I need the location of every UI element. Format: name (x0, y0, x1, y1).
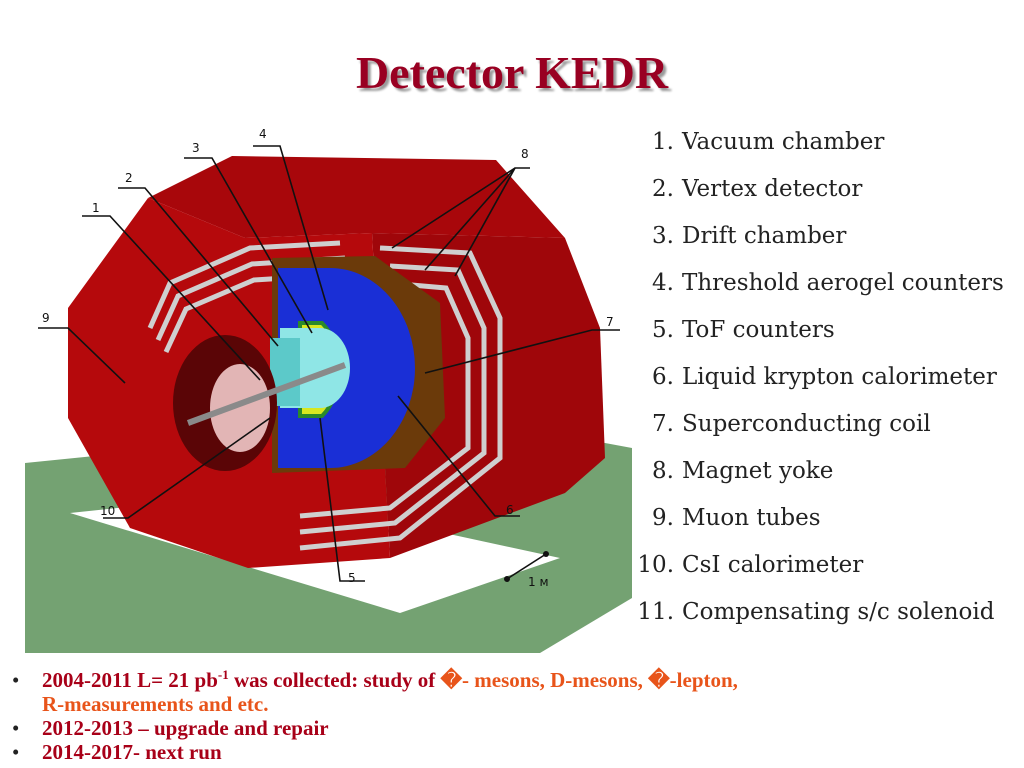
muon-tubes (147, 240, 503, 551)
legend-item: 9.Muon tubes (652, 505, 821, 531)
callout-2: 2 (125, 171, 133, 185)
bore-inner (210, 364, 270, 452)
legend-item: 5.ToF counters (652, 317, 835, 343)
callout-9: 9 (42, 311, 50, 325)
callout-1: 1 (92, 201, 100, 215)
legend-item: 11.Compensating s/c solenoid (637, 599, 995, 625)
bullet-run-2004-2011: •2004-2011 L= 21 pb-1 was collected: stu… (12, 667, 738, 716)
bullet-upgrade: •2012-2013 – upgrade and repair (12, 716, 329, 740)
bullet-marker: • (12, 740, 20, 764)
bullet-next-run: •2014-2017- next run (12, 740, 222, 764)
callout-10: 10 (100, 504, 115, 518)
bullet-marker: • (12, 668, 20, 692)
callout-8: 8 (521, 147, 529, 161)
detector-diagram: 1 2 3 4 5 6 7 8 9 10 1 м (25, 127, 632, 653)
leader-lines (38, 145, 620, 582)
yoke-top-face (148, 156, 565, 238)
legend-item: 4.Threshold aerogel counters (652, 270, 1004, 296)
legend-item: 1.Vacuum chamber (652, 129, 885, 155)
summary-bullets: •2004-2011 L= 21 pb-1 was collected: stu… (12, 668, 738, 764)
scale-label: 1 м (528, 575, 549, 589)
legend-item: 2.Vertex detector (652, 176, 863, 202)
component-legend: 1.Vacuum chamber 2.Vertex detector 3.Dri… (630, 122, 1004, 639)
legend-item: 10.CsI calorimeter (637, 552, 864, 578)
legend-item: 3.Drift chamber (652, 223, 847, 249)
callout-5: 5 (348, 571, 356, 585)
legend-item: 6.Liquid krypton calorimeter (652, 364, 997, 390)
callout-4: 4 (259, 127, 267, 141)
bullet-marker: • (12, 716, 20, 740)
callout-3: 3 (192, 141, 200, 155)
callout-6: 6 (506, 503, 514, 517)
page-title: Detector KEDR (355, 47, 669, 98)
callout-7: 7 (606, 315, 614, 329)
legend-item: 7.Superconducting coil (652, 411, 931, 437)
vacuum-chamber-pipe (186, 362, 347, 426)
scale-bar: 1 м (504, 551, 549, 589)
legend-item: 8.Magnet yoke (652, 458, 834, 484)
